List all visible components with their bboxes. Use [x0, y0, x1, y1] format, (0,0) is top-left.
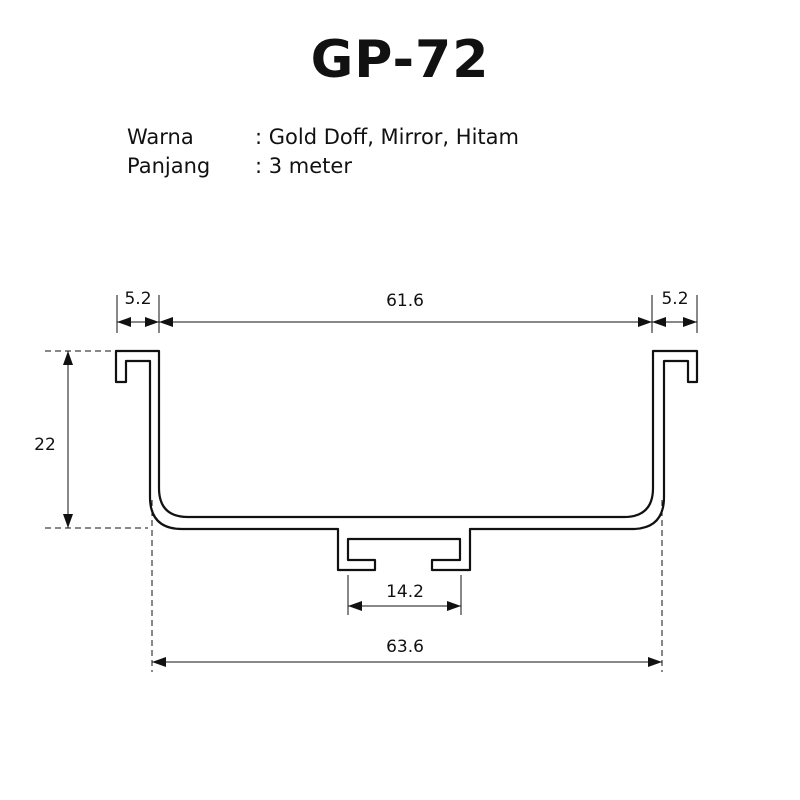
spec-row-color: Warna : Gold Doff, Mirror, Hitam	[127, 123, 519, 152]
spec-value-color: : Gold Doff, Mirror, Hitam	[255, 125, 519, 149]
spec-row-length: Panjang : 3 meter	[127, 152, 519, 181]
dim-label-lip-left: 5.2	[124, 289, 151, 309]
spec-value-length: : 3 meter	[255, 154, 352, 178]
dim-label-inner-width: 61.6	[386, 291, 424, 311]
dim-label-height: 22	[34, 435, 56, 455]
spec-list: Warna : Gold Doff, Mirror, Hitam Panjang…	[127, 123, 519, 181]
profile-outline	[114, 349, 699, 572]
dim-label-lip-right: 5.2	[661, 289, 688, 309]
product-title: GP-72	[310, 30, 490, 90]
dim-label-outer-width: 63.6	[386, 637, 424, 657]
spec-label-color: Warna	[127, 125, 194, 149]
spec-label-length: Panjang	[127, 154, 211, 178]
dim-label-channel: 14.2	[386, 582, 424, 602]
